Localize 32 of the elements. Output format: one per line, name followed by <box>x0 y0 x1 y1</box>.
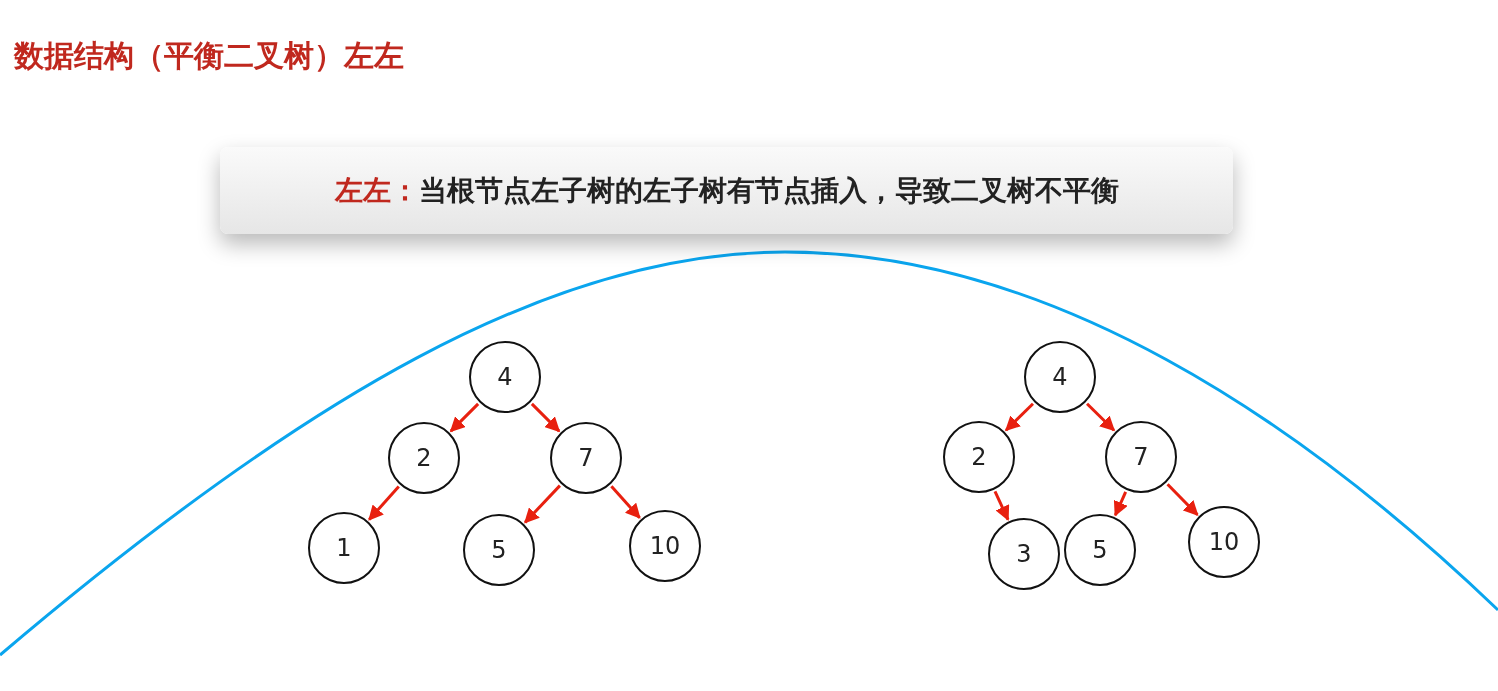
node-value: 4 <box>1052 363 1068 391</box>
node-value: 2 <box>971 443 987 471</box>
arrow <box>1004 402 1034 432</box>
node-value: 10 <box>1208 528 1240 556</box>
term-label: 左左： <box>334 172 419 209</box>
arrow <box>449 402 480 433</box>
arrow <box>368 485 400 521</box>
node-value: 5 <box>1092 536 1108 564</box>
definition-text: 当根节点左子树的左子树有节点插入，导致二叉树不平衡 <box>418 172 1119 209</box>
arrow <box>993 490 1010 521</box>
node-value: 10 <box>649 532 681 560</box>
node-value: 2 <box>416 444 432 472</box>
node-value: 1 <box>336 534 352 562</box>
arrow <box>1166 483 1199 516</box>
arrow <box>1113 491 1128 517</box>
node-value: 3 <box>1016 540 1032 568</box>
definition-banner <box>220 147 1233 234</box>
arrow <box>1086 402 1116 432</box>
tree-node-circle <box>1105 421 1177 493</box>
arrow <box>530 402 561 433</box>
node-value: 7 <box>578 444 594 472</box>
tree-node-circle <box>550 422 622 494</box>
tree-node-circle <box>1024 341 1096 413</box>
tree-node-circle <box>388 422 460 494</box>
arrow <box>610 485 641 519</box>
tree-node-circle <box>943 421 1015 493</box>
node-value: 5 <box>491 536 507 564</box>
page-title: 数据结构（平衡二叉树）左左 <box>14 37 404 75</box>
arrow <box>524 484 561 524</box>
tree-node-circle <box>469 341 541 413</box>
node-value: 4 <box>497 363 513 391</box>
node-value: 7 <box>1133 443 1149 471</box>
